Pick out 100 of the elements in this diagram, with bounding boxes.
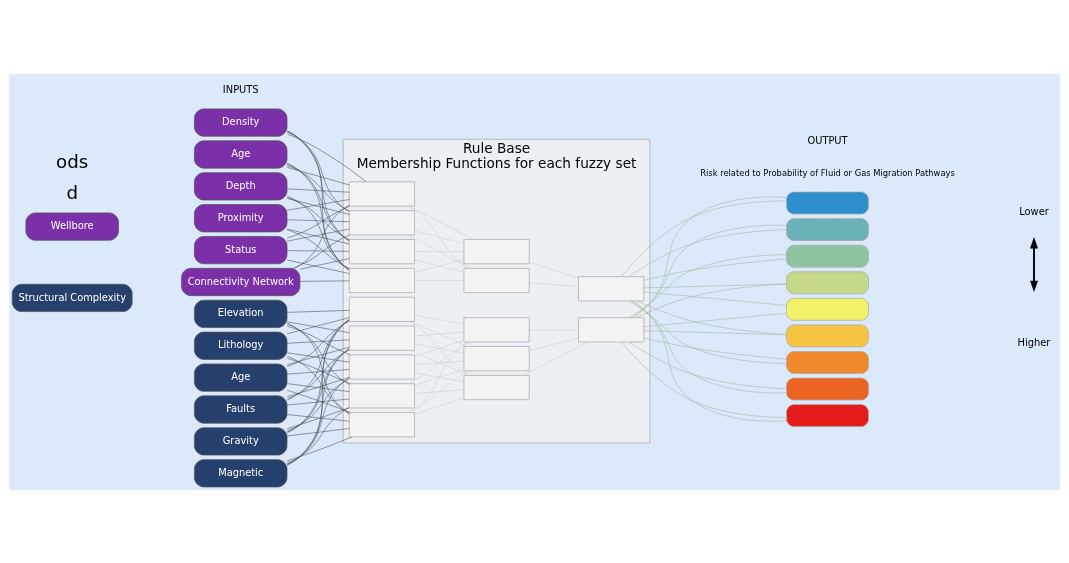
connector — [286, 406, 350, 463]
connector — [636, 283, 787, 318]
connector — [286, 164, 350, 211]
connector — [410, 349, 469, 376]
connector — [286, 382, 350, 392]
connector — [414, 397, 465, 414]
connector — [286, 198, 350, 211]
connector — [286, 427, 350, 436]
connector — [529, 337, 579, 351]
connector — [286, 131, 350, 212]
node-box — [786, 217, 869, 241]
connector — [286, 368, 350, 374]
connector — [287, 357, 351, 384]
connector — [286, 316, 350, 334]
node-box — [348, 238, 415, 264]
node-box: Age — [194, 139, 288, 168]
node-box — [463, 345, 530, 371]
connector — [286, 348, 350, 432]
connector — [643, 258, 787, 281]
node-box — [463, 238, 530, 264]
connector — [286, 346, 350, 365]
connector — [286, 321, 350, 333]
connector — [286, 348, 350, 465]
connector — [286, 197, 350, 215]
connector — [286, 228, 350, 269]
connector — [414, 372, 465, 382]
connector — [286, 377, 350, 464]
connector — [286, 436, 353, 461]
connector — [286, 351, 350, 362]
label: INPUTS — [222, 83, 259, 95]
connector — [414, 368, 465, 386]
connector — [286, 163, 350, 241]
node-box — [786, 403, 869, 427]
node-box — [786, 324, 869, 347]
node-box — [348, 180, 415, 206]
connector — [409, 205, 469, 269]
connector — [286, 218, 350, 222]
connector — [286, 398, 350, 405]
node-box — [463, 316, 530, 342]
connector — [287, 318, 350, 465]
node-box: Age — [194, 363, 288, 392]
connector — [409, 370, 470, 413]
connector — [286, 162, 350, 270]
node-box: Connectivity Network — [181, 267, 301, 296]
node-box — [786, 270, 869, 294]
connector — [294, 204, 350, 269]
node-box — [786, 350, 869, 374]
connector — [414, 343, 465, 353]
connector — [409, 320, 469, 376]
connector — [414, 339, 465, 357]
connector — [414, 360, 465, 365]
connector — [286, 320, 350, 367]
connector — [286, 196, 350, 240]
node-box: Structural Complexity — [11, 283, 133, 312]
node-box — [348, 296, 415, 322]
node-box — [348, 325, 415, 351]
connector — [286, 188, 350, 192]
label: OUTPUT — [807, 134, 848, 146]
connector — [414, 389, 465, 394]
label: Risk related to Probability of Fluid or Gas Migration Pathways — [700, 167, 955, 178]
connector — [629, 300, 787, 364]
node-box: Proximity — [194, 203, 288, 232]
connector — [287, 319, 350, 433]
connector — [286, 377, 350, 431]
connector — [621, 341, 787, 418]
label: ods — [56, 150, 89, 172]
node-box — [578, 316, 645, 342]
label: Lower — [1019, 205, 1049, 217]
connector — [409, 341, 470, 384]
node-box — [348, 411, 415, 437]
connector — [414, 314, 465, 324]
node-box — [463, 374, 530, 400]
connector — [299, 280, 350, 282]
connector — [408, 205, 474, 240]
connector — [410, 341, 469, 413]
connector — [629, 341, 787, 389]
node-box — [348, 267, 415, 293]
connector — [287, 133, 367, 182]
connector — [414, 331, 465, 336]
connector — [637, 300, 787, 335]
connector — [286, 259, 350, 274]
node-box: Faults — [194, 395, 288, 424]
node-box — [578, 275, 645, 301]
connector — [286, 249, 350, 252]
connector — [286, 407, 350, 429]
connector — [286, 376, 350, 397]
connector — [529, 261, 579, 279]
connector — [633, 196, 787, 318]
node-box: Magnetic — [194, 458, 288, 487]
connector — [286, 166, 350, 185]
connector — [286, 355, 350, 413]
connector — [287, 322, 350, 414]
node-box: Status — [194, 235, 288, 264]
node-box: Density — [194, 108, 288, 137]
connector — [643, 329, 787, 335]
node-box — [786, 377, 869, 400]
connector — [631, 300, 787, 393]
connector — [287, 130, 350, 270]
node-box — [348, 354, 415, 380]
connector — [286, 325, 351, 355]
